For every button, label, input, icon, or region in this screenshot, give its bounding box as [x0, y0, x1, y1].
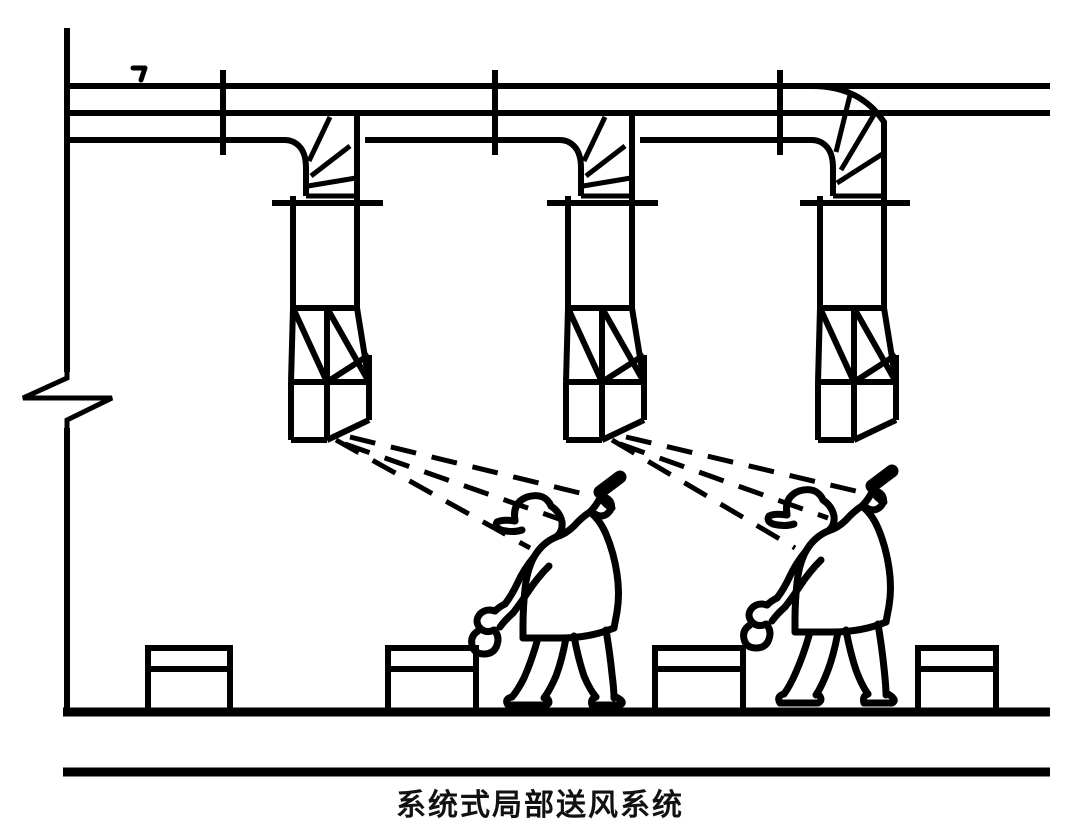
worker-left-hand-lowered [473, 606, 499, 636]
workbench-4-body [915, 645, 999, 715]
worker-left-front-torso [586, 508, 622, 632]
workbench-4 [915, 645, 999, 715]
diffuser-2 [563, 305, 647, 443]
airflow-rays-2 [610, 434, 861, 551]
main-horizontal-duct [67, 65, 1050, 155]
figure-caption: 系统式局部送风系统 [396, 788, 684, 823]
worker-left-tool-icon [593, 470, 627, 499]
airflow-ray-1b [344, 441, 563, 523]
airflow-ray-2b [619, 441, 829, 521]
worker-left-back [519, 533, 560, 642]
worker-right-cap [783, 486, 827, 518]
duct-hook-tick-icon [130, 65, 148, 83]
elbow-2-miter-line-1 [581, 115, 608, 163]
worker-right-leg-front-inner [842, 626, 872, 698]
diffuser-3-box-bottom-back [852, 417, 898, 443]
floor-group [63, 707, 1050, 777]
worker-left-neck-shoulder [552, 508, 594, 541]
diffuser-1-back-edge [325, 352, 371, 385]
diffuser-3-brace-a [817, 306, 857, 384]
workbench-3-body [652, 645, 746, 715]
workbench-group [145, 645, 999, 715]
diffuser-3-taper-left [815, 307, 823, 383]
diffuser-3-brace-c [851, 306, 899, 384]
worker-left-arm-lowered-upper [501, 553, 538, 608]
branch-duct-1 [272, 113, 589, 551]
worker-left-shoe-back [503, 693, 553, 709]
worker-right-leg-back-inner [812, 628, 842, 699]
branch-duct-3 [800, 83, 910, 443]
worker-left-hand-link [496, 609, 517, 631]
elbow-3-miter-line-3 [835, 150, 886, 186]
worker-left-cap-brim [492, 516, 526, 535]
diffuser-2-brace-a [565, 306, 605, 384]
worker-right-arm-lowered-upper [773, 547, 810, 602]
diffuser-3-back-edge [852, 352, 898, 385]
elbow-3-inner-wall [811, 137, 836, 196]
workbench-1-body [145, 645, 233, 715]
workbench-3 [652, 645, 746, 715]
worker-left-shoe-front [588, 693, 626, 709]
branch-duct-2 [547, 113, 861, 551]
elbow-3-outer-wall [811, 83, 888, 196]
worker-right-leg-front-outer [874, 620, 890, 699]
diffuser-2-brace-c [599, 306, 647, 384]
worker-right-front-torso [858, 502, 894, 626]
worker-right-arm-lowered-lower [781, 556, 825, 611]
workbench-1 [145, 645, 233, 715]
diffuser-1-brace-c [324, 306, 372, 384]
diffuser-1-brace-a [290, 306, 330, 384]
elbow-2-miter-line-2 [584, 144, 627, 178]
elbow-2-miter-line-3 [582, 175, 632, 189]
diffuser-1-box-bottom-back [325, 417, 371, 443]
workbench-2 [385, 645, 479, 715]
airflow-rays-1 [334, 434, 589, 551]
worker-right-back [791, 527, 832, 636]
wall-break-symbol-icon [21, 372, 114, 428]
worker-right-shoe-front [860, 690, 898, 707]
diffuser-1 [288, 305, 372, 443]
worker-left-arm-lowered-lower [509, 562, 553, 617]
airflow-ray-2c [625, 434, 861, 495]
worker-right-tool-icon [865, 464, 899, 493]
elbow-1-miter-line-1 [306, 115, 333, 163]
worker-left-leg-front-inner [570, 632, 600, 701]
elbow-1-miter-line-3 [307, 175, 357, 189]
worker-left-cap [511, 492, 555, 524]
elbow-3-miter-line-2 [838, 111, 878, 172]
workbench-2-body [385, 645, 479, 715]
worker-right-cap-brim [764, 510, 798, 529]
worker-left-leg-front-outer [602, 626, 618, 702]
worker-left-lower-tool-icon [468, 626, 502, 658]
elbow-1-inner-wall [284, 137, 309, 196]
elbow-2-inner-wall [559, 137, 584, 196]
worker-right-shoe-back [775, 690, 825, 707]
worker-right-hand-link [768, 603, 789, 625]
airflow-ray-2a [610, 437, 797, 551]
wall-group [21, 28, 114, 712]
diffuser-1-taper-left [288, 307, 296, 383]
diffuser-2-back-edge [600, 352, 646, 385]
worker-right-hand-lowered [745, 600, 771, 630]
elbow-3-miter-line-1 [833, 90, 854, 153]
worker-right-lower-tool-icon [740, 620, 774, 652]
diffuser-3 [815, 305, 899, 443]
worker-right [740, 464, 899, 707]
worker-left-leg-back-outer [508, 634, 542, 701]
diffuser-2-taper-left [563, 307, 571, 383]
worker-left [468, 470, 627, 709]
elbow-1-miter-line-2 [309, 144, 352, 178]
worker-left-leg-back-inner [540, 634, 570, 702]
diffuser-2-box-bottom-back [600, 417, 646, 443]
worker-right-leg-back-outer [780, 628, 814, 698]
worker-right-neck-shoulder [824, 502, 866, 535]
